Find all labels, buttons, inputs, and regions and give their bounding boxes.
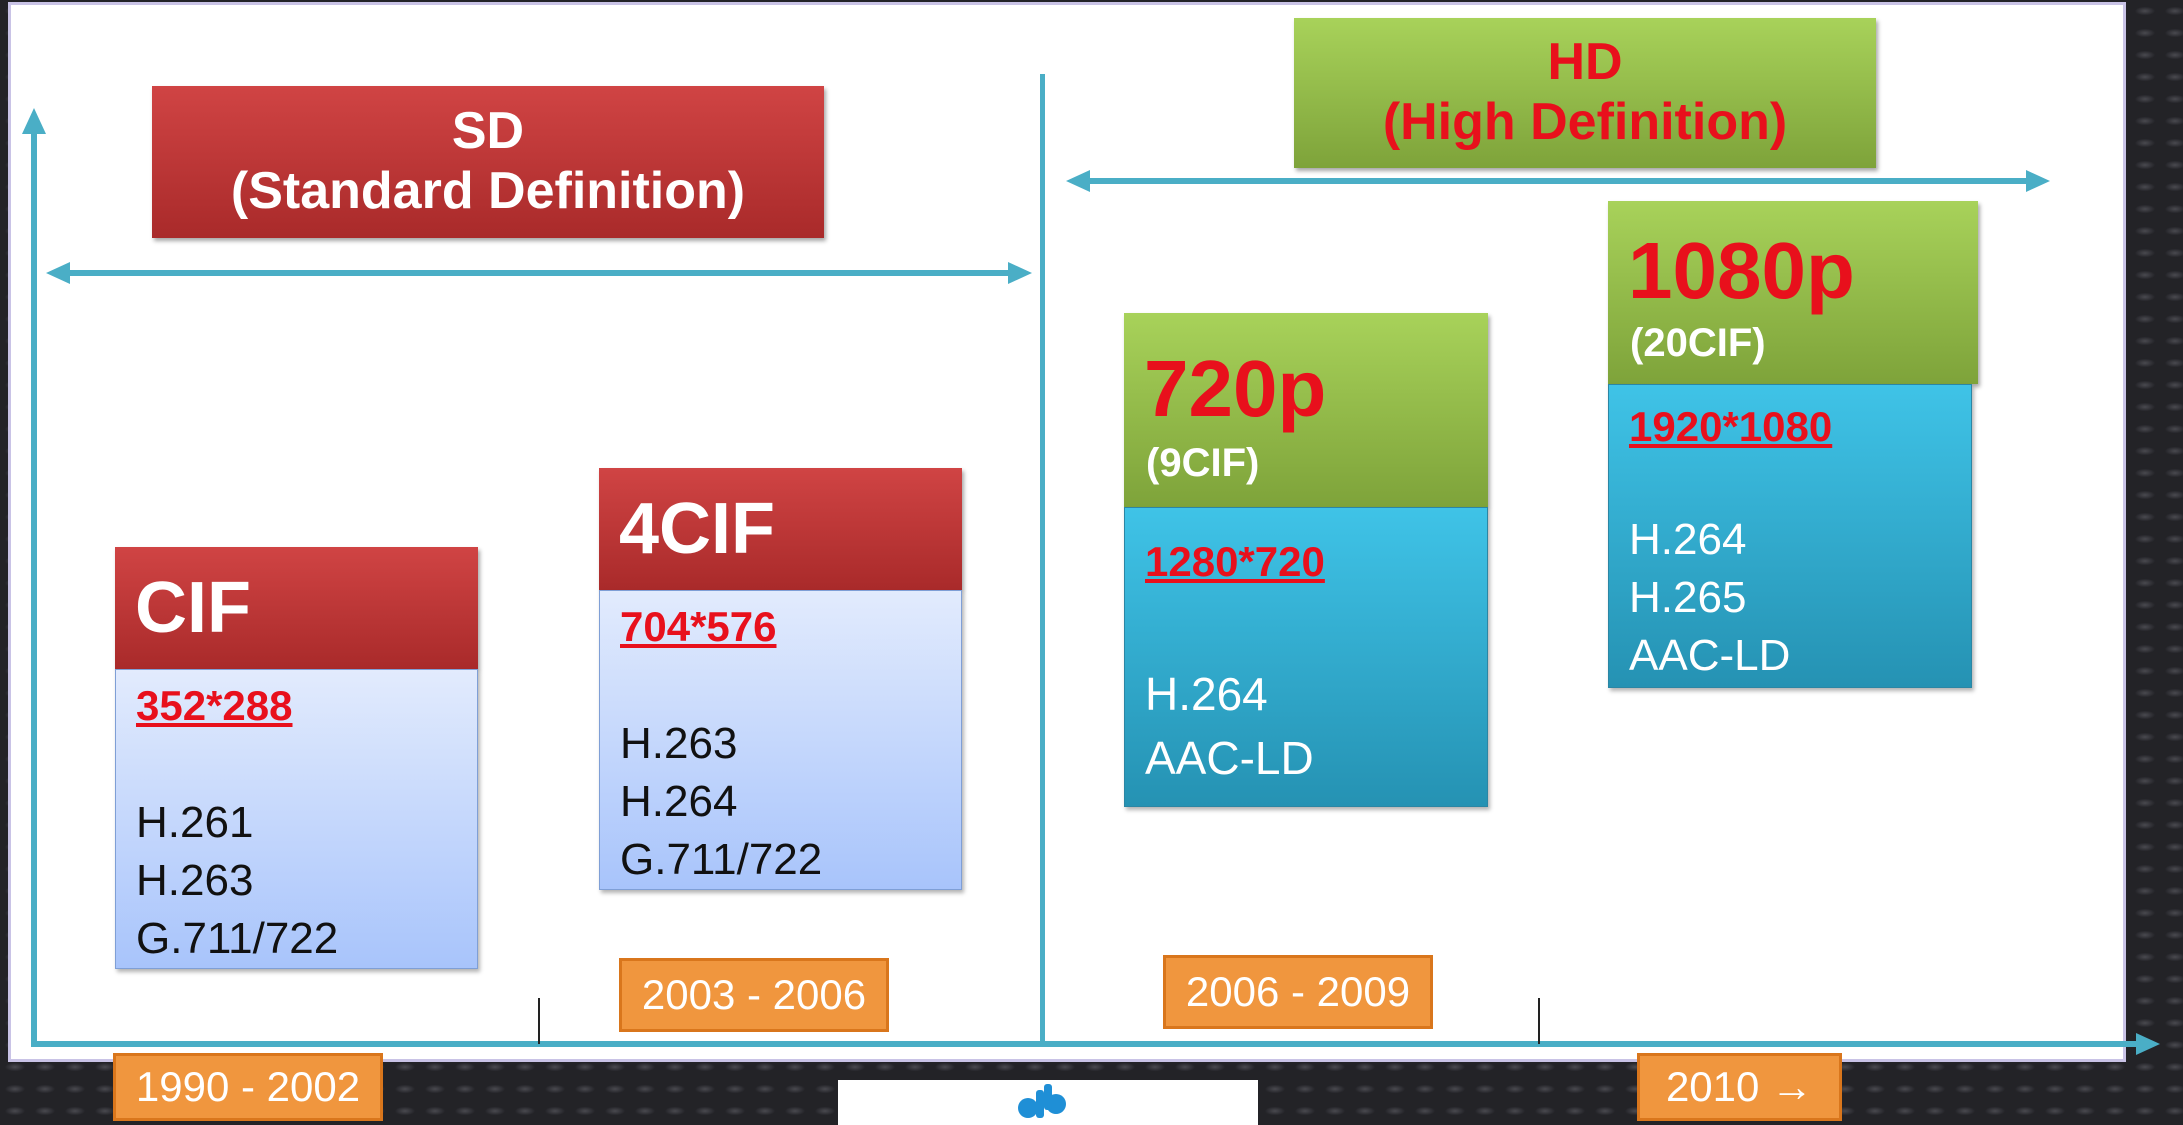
cif-card-name: CIF: [135, 568, 251, 648]
codec-item: H.264: [1629, 515, 1747, 564]
double-arrow-icon: [1066, 170, 1090, 192]
720p-codec-list: H.264 AAC-LD: [1145, 662, 1314, 790]
hd-title-line1: HD: [1547, 33, 1623, 92]
logo-strip: [838, 1080, 1258, 1125]
720p-resolution: 1280*720: [1145, 538, 1325, 585]
sd-range-arrow: [66, 270, 1018, 276]
y-axis-line: [31, 128, 37, 1046]
1080p-card-header: 1080p (20CIF): [1608, 201, 1978, 384]
y-axis-arrow-icon: [22, 108, 46, 134]
double-arrow-icon: [46, 262, 70, 284]
codec-item: G.711/722: [136, 914, 339, 963]
sd-title-line2: (Standard Definition): [230, 162, 746, 220]
cif-card-body: 352*288 H.261 H.263 G.711/722: [115, 669, 478, 969]
hd-range-arrow: [1086, 178, 2034, 184]
codec-item: AAC-LD: [1629, 631, 1791, 680]
timeline-tick: [538, 998, 540, 1044]
sd-hd-divider: [1040, 74, 1045, 1046]
codec-item: H.264: [620, 777, 738, 826]
codec-item: H.265: [1629, 573, 1747, 622]
logo-icon: [1018, 1084, 1066, 1118]
timeline-tick: [1538, 998, 1540, 1044]
720p-card-sub: (9CIF): [1146, 441, 1260, 485]
hd-title-line2: (High Definition): [1382, 93, 1788, 151]
year-label-2006-2009: 2006 - 2009: [1163, 955, 1433, 1029]
4cif-card-body: 704*576 H.263 H.264 G.711/722: [599, 590, 962, 890]
4cif-resolution: 704*576: [620, 603, 777, 650]
codec-item: H.263: [620, 719, 738, 768]
cif-card-header: CIF: [115, 547, 478, 669]
year-label-1990-2002: 1990 - 2002: [113, 1053, 383, 1121]
codec-item: H.264: [1145, 668, 1268, 720]
720p-card-header: 720p (9CIF): [1124, 313, 1488, 507]
sd-title-line1: SD: [451, 102, 525, 161]
double-arrow-icon: [1008, 262, 1032, 284]
cif-codec-list: H.261 H.263 G.711/722: [136, 794, 338, 968]
year-label-2003-2006: 2003 - 2006: [619, 958, 889, 1032]
720p-card-body: 1280*720 H.264 AAC-LD: [1124, 507, 1488, 807]
hd-title-box: HD (High Definition): [1294, 18, 1876, 168]
codec-item: AAC-LD: [1145, 732, 1314, 784]
1080p-resolution: 1920*1080: [1629, 403, 1833, 450]
codec-item: H.261: [136, 798, 254, 847]
cif-resolution: 352*288: [136, 682, 293, 729]
1080p-card-sub: (20CIF): [1630, 321, 1766, 365]
codec-item: G.711/722: [620, 835, 823, 884]
year-label-2010: 2010 →: [1637, 1053, 1842, 1121]
1080p-card-body: 1920*1080 H.264 H.265 AAC-LD: [1608, 384, 1972, 688]
720p-card-name: 720p: [1144, 344, 1327, 433]
sd-title-box: SD (Standard Definition): [152, 86, 824, 238]
4cif-card-header: 4CIF: [599, 468, 962, 590]
codec-item: H.263: [136, 856, 254, 905]
4cif-codec-list: H.263 H.264 G.711/722: [620, 715, 822, 889]
4cif-card-name: 4CIF: [619, 489, 776, 569]
double-arrow-icon: [2026, 170, 2050, 192]
1080p-codec-list: H.264 H.265 AAC-LD: [1629, 511, 1790, 685]
1080p-card-name: 1080p: [1628, 226, 1855, 315]
x-axis-arrow-icon: [2136, 1033, 2160, 1055]
x-axis-line: [31, 1041, 2141, 1047]
